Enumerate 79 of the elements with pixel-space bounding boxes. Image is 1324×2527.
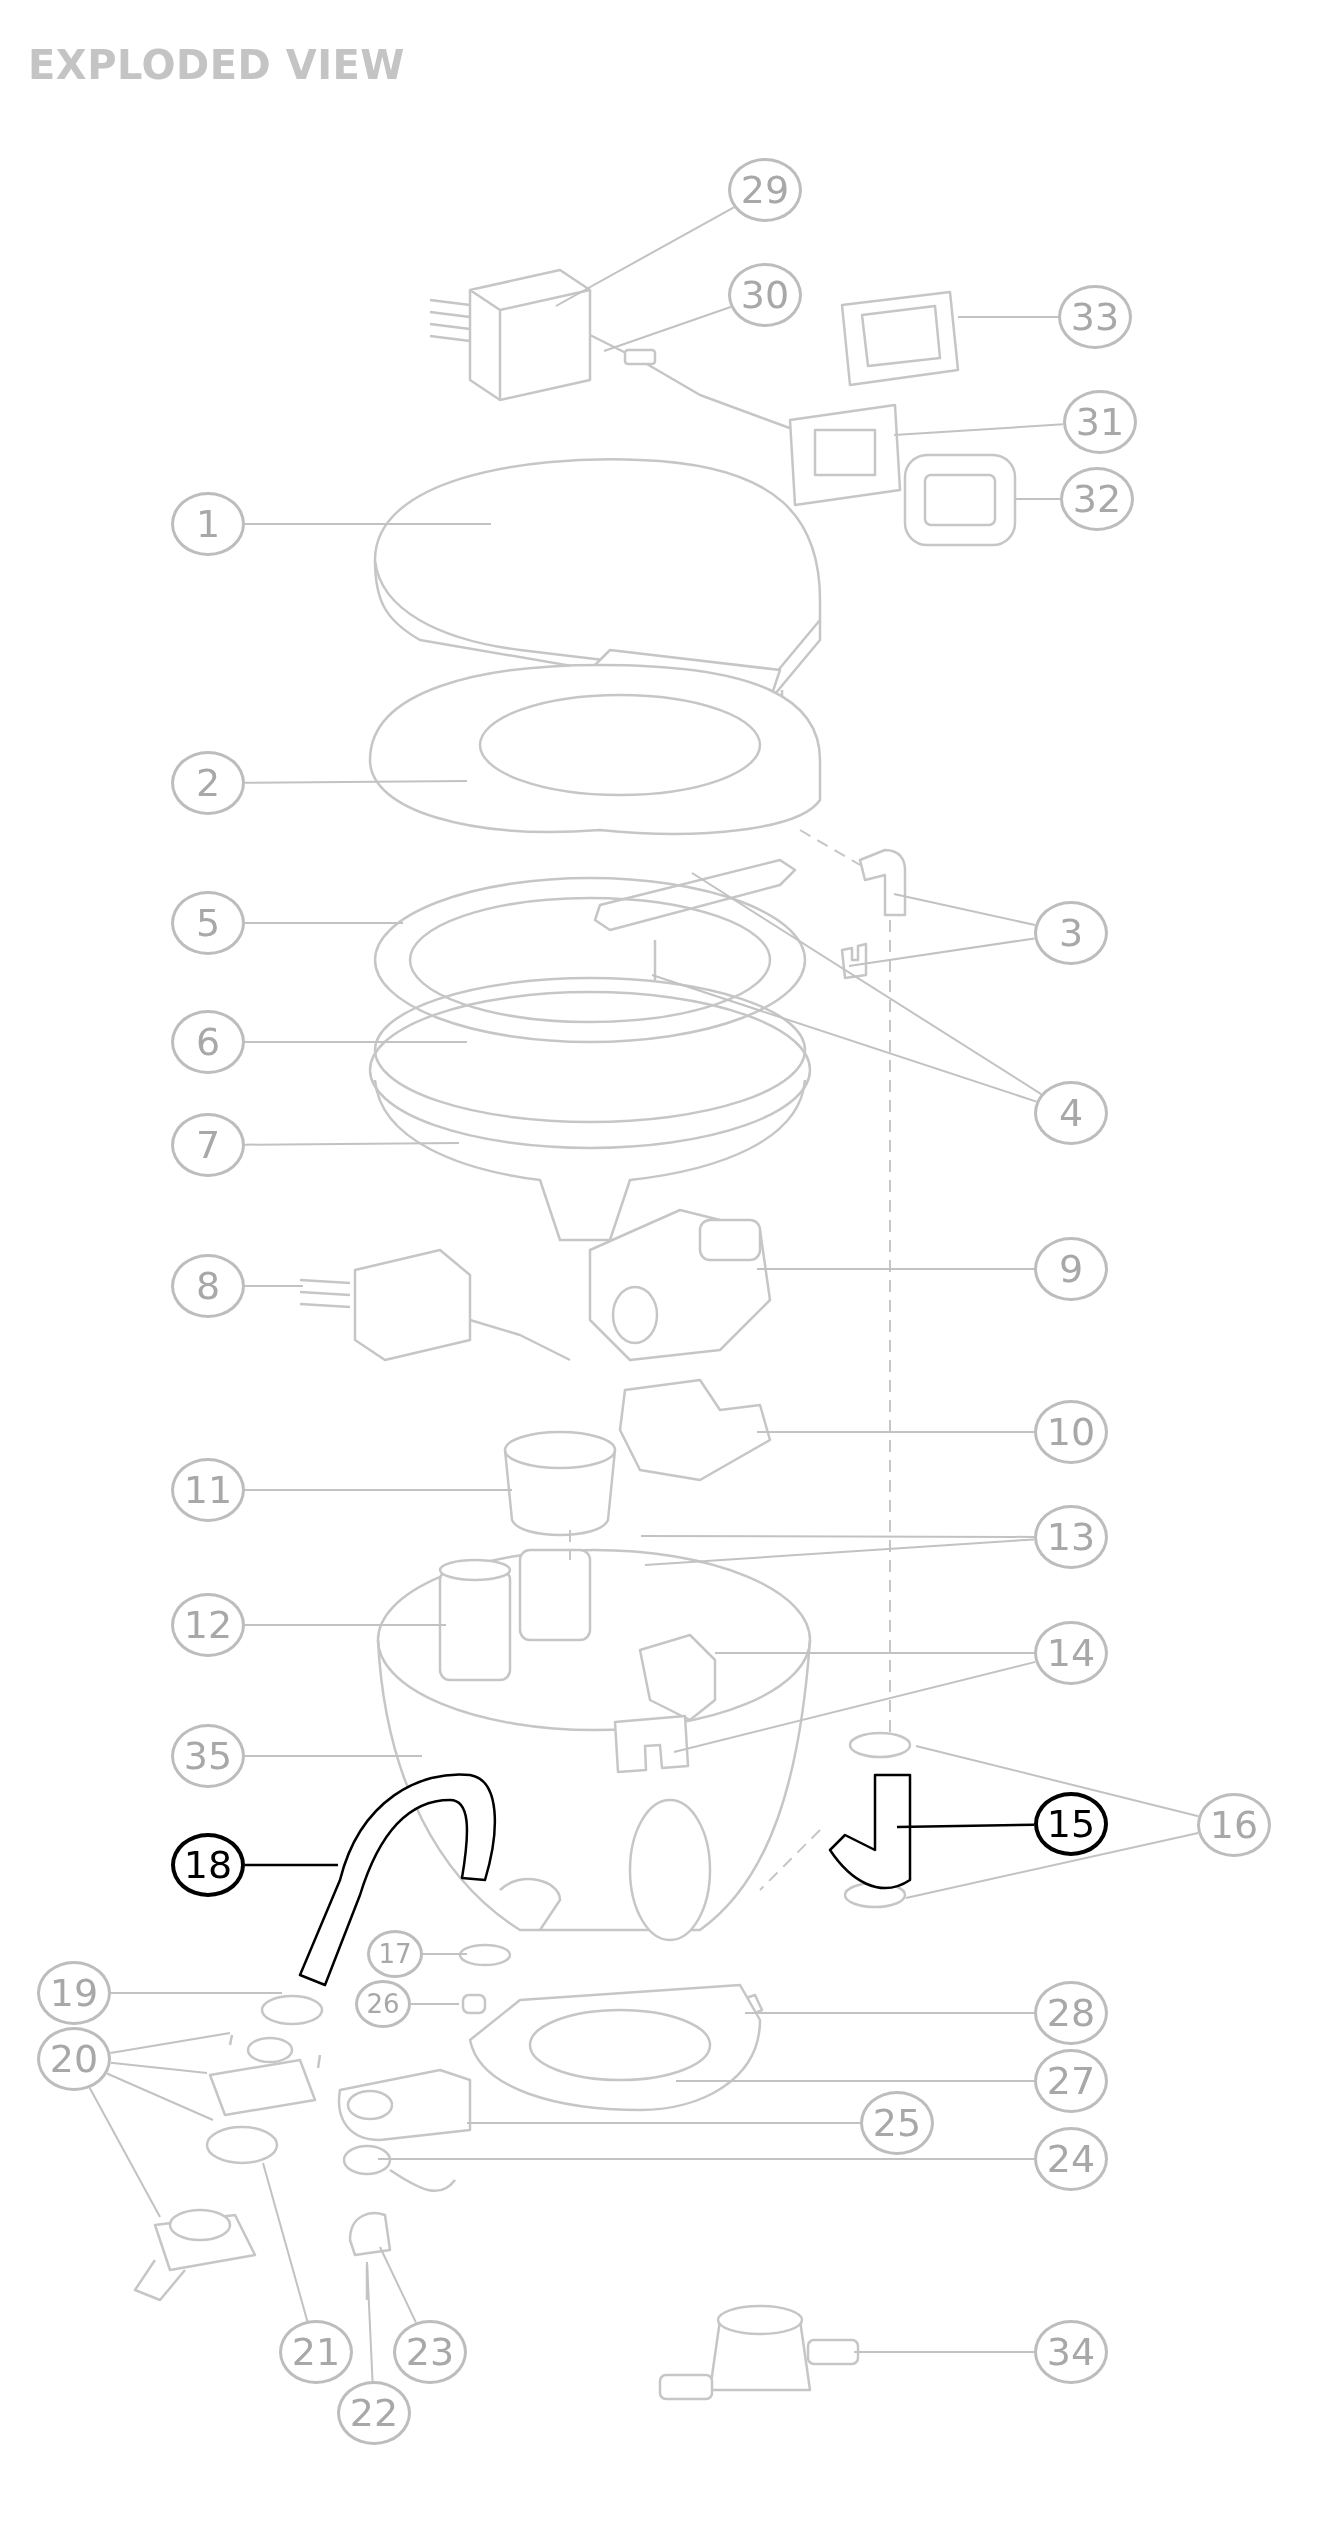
- callout-number: 33: [1058, 285, 1132, 349]
- callout-number: 14: [1034, 1621, 1108, 1685]
- callout-number: 35: [171, 1724, 245, 1788]
- callout-number: 9: [1034, 1237, 1108, 1301]
- diagram-title: EXPLODED VIEW: [28, 42, 405, 88]
- leader-line: [88, 2086, 161, 2218]
- leader-line: [714, 1652, 1035, 1654]
- leader-line: [377, 2158, 1035, 2160]
- leader-line: [651, 974, 1038, 1103]
- callout-number: 24: [1034, 2127, 1108, 2191]
- callout-number: 12: [171, 1593, 245, 1657]
- callout-number: 17: [367, 1930, 423, 1978]
- leader-line: [673, 1660, 1037, 1753]
- callout-number: 22: [337, 2381, 411, 2445]
- callout-number: 11: [171, 1458, 245, 1522]
- leader-line: [106, 2072, 214, 2121]
- callout-number: 28: [1034, 1981, 1108, 2045]
- callout-number: 6: [171, 1010, 245, 1074]
- callout-number: 2: [171, 751, 245, 815]
- leader-line: [262, 2162, 309, 2322]
- callout-number: 29: [728, 158, 802, 222]
- callout-number: 30: [728, 263, 802, 327]
- leader-line: [244, 1041, 468, 1043]
- callout-number: 26: [355, 1980, 411, 2028]
- callout-number: 16: [1197, 1793, 1271, 1857]
- callout-number: 1: [171, 492, 245, 556]
- leader-line: [244, 1285, 304, 1287]
- leader-line: [915, 1745, 1200, 1818]
- callout-number: 25: [860, 2091, 934, 2155]
- leader-line: [893, 423, 1065, 436]
- leader-line: [896, 1823, 1035, 1829]
- leader-line: [379, 2246, 417, 2324]
- leader-line: [1014, 498, 1061, 500]
- callout-number: 3: [1034, 901, 1108, 965]
- leader-line: [109, 2032, 231, 2054]
- leader-line: [244, 1755, 423, 1757]
- leader-line: [245, 1863, 338, 1867]
- leader-line: [848, 937, 1036, 967]
- callout-number: 20: [37, 2027, 111, 2091]
- leader-line: [244, 922, 404, 924]
- callout-number: 18: [171, 1833, 245, 1897]
- callout-number: 5: [171, 891, 245, 955]
- leader-line: [603, 305, 732, 352]
- leader-line: [744, 2012, 1035, 2014]
- callout-number: 10: [1034, 1400, 1108, 1464]
- callout-number: 31: [1063, 390, 1137, 454]
- leader-line: [244, 1142, 460, 1146]
- leader-line: [244, 523, 492, 525]
- leader-line: [893, 893, 1037, 927]
- leader-line: [244, 1489, 513, 1491]
- leader-line: [644, 1538, 1036, 1566]
- callout-number: 7: [171, 1113, 245, 1177]
- leader-line: [957, 316, 1059, 318]
- leader-line: [410, 2003, 460, 2005]
- leader-line: [422, 1953, 468, 1955]
- leader-line: [675, 2080, 1035, 2082]
- leader-line: [110, 1992, 283, 1994]
- leader-line: [756, 1268, 1035, 1270]
- leader-line: [109, 2061, 208, 2074]
- callout-number: 32: [1060, 467, 1134, 531]
- leader-line: [905, 1831, 1200, 1899]
- callout-number: 27: [1034, 2049, 1108, 2113]
- callout-number: 15: [1034, 1792, 1108, 1856]
- leader-line: [244, 780, 468, 784]
- callout-number: 13: [1034, 1505, 1108, 1569]
- callout-number: 34: [1034, 2320, 1108, 2384]
- callout-number: 19: [37, 1961, 111, 2025]
- callout-number: 4: [1034, 1081, 1108, 1145]
- leader-line: [466, 2122, 861, 2124]
- callout-number: 23: [393, 2320, 467, 2384]
- leader-line: [756, 1431, 1035, 1433]
- leader-line: [691, 872, 1043, 1096]
- leader-line: [555, 206, 735, 307]
- callout-number: 8: [171, 1254, 245, 1318]
- callout-number: 21: [279, 2320, 353, 2384]
- leader-line: [853, 2351, 1035, 2353]
- leader-line: [244, 1624, 447, 1626]
- leader-line: [366, 2261, 374, 2383]
- leader-line: [640, 1535, 1035, 1538]
